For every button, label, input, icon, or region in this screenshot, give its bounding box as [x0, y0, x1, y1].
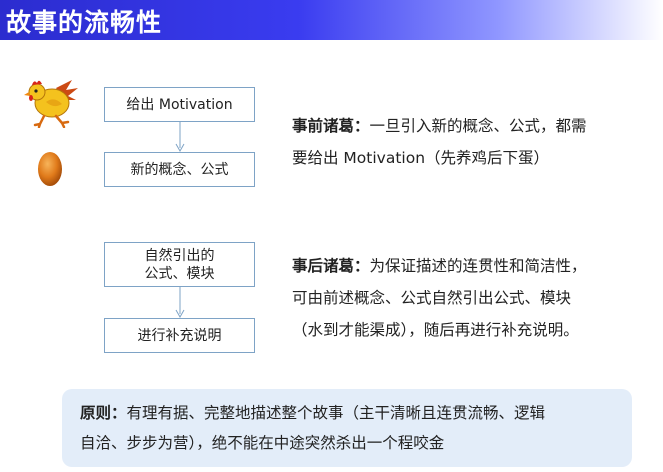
flow-arrow-2: [175, 287, 185, 319]
flow-box-supplement: 进行补充说明: [104, 318, 255, 353]
page-title: 故事的流畅性: [6, 8, 163, 37]
flow-box-natural-lead: 自然引出的 公式、模块: [104, 242, 255, 287]
description-after-line1: 为保证描述的连贯性和简洁性，: [369, 257, 587, 275]
description-before-line1: 一旦引入新的概念、公式，都需: [369, 117, 587, 135]
title-bar: 故事的流畅性: [0, 0, 663, 40]
flow-box-supplement-label: 进行补充说明: [137, 327, 222, 344]
description-before-key: 事前诸葛：: [292, 117, 370, 135]
description-before-line2: 要给出 Motivation（先养鸡后下蛋）: [292, 149, 550, 167]
chicken-icon: [24, 80, 78, 128]
flow-box-new-concept-label: 新的概念、公式: [130, 161, 229, 178]
description-after: 事后诸葛：为保证描述的连贯性和简洁性， 可由前述概念、公式自然引出公式、模块 （…: [292, 250, 657, 346]
flow-box-natural-lead-line2: 公式、模块: [144, 265, 215, 282]
egg-icon: [38, 152, 62, 186]
principle-box: 原则：有理有据、完整地描述整个故事（主干清晰且连贯流畅、逻辑 自洽、步步为营），…: [62, 389, 632, 467]
principle-key: 原则：: [80, 404, 127, 422]
flow-box-motivation: 给出 Motivation: [104, 87, 255, 122]
flow-box-motivation-label: 给出 Motivation: [126, 96, 233, 113]
description-before: 事前诸葛：一旦引入新的概念、公式，都需 要给出 Motivation（先养鸡后下…: [292, 110, 657, 174]
flow-box-natural-lead-line1: 自然引出的: [144, 247, 215, 264]
principle-line2: 自洽、步步为营），绝不能在中途突然杀出一个程咬金: [80, 434, 445, 452]
description-after-key: 事后诸葛：: [292, 257, 370, 275]
description-after-line3: （水到才能渠成），随后再进行补充说明。: [292, 321, 579, 339]
flow-box-new-concept: 新的概念、公式: [104, 152, 255, 187]
description-after-line2: 可由前述概念、公式自然引出公式、模块: [292, 289, 572, 307]
flow-arrow-1: [175, 122, 185, 153]
principle-line1: 有理有据、完整地描述整个故事（主干清晰且连贯流畅、逻辑: [126, 404, 546, 422]
